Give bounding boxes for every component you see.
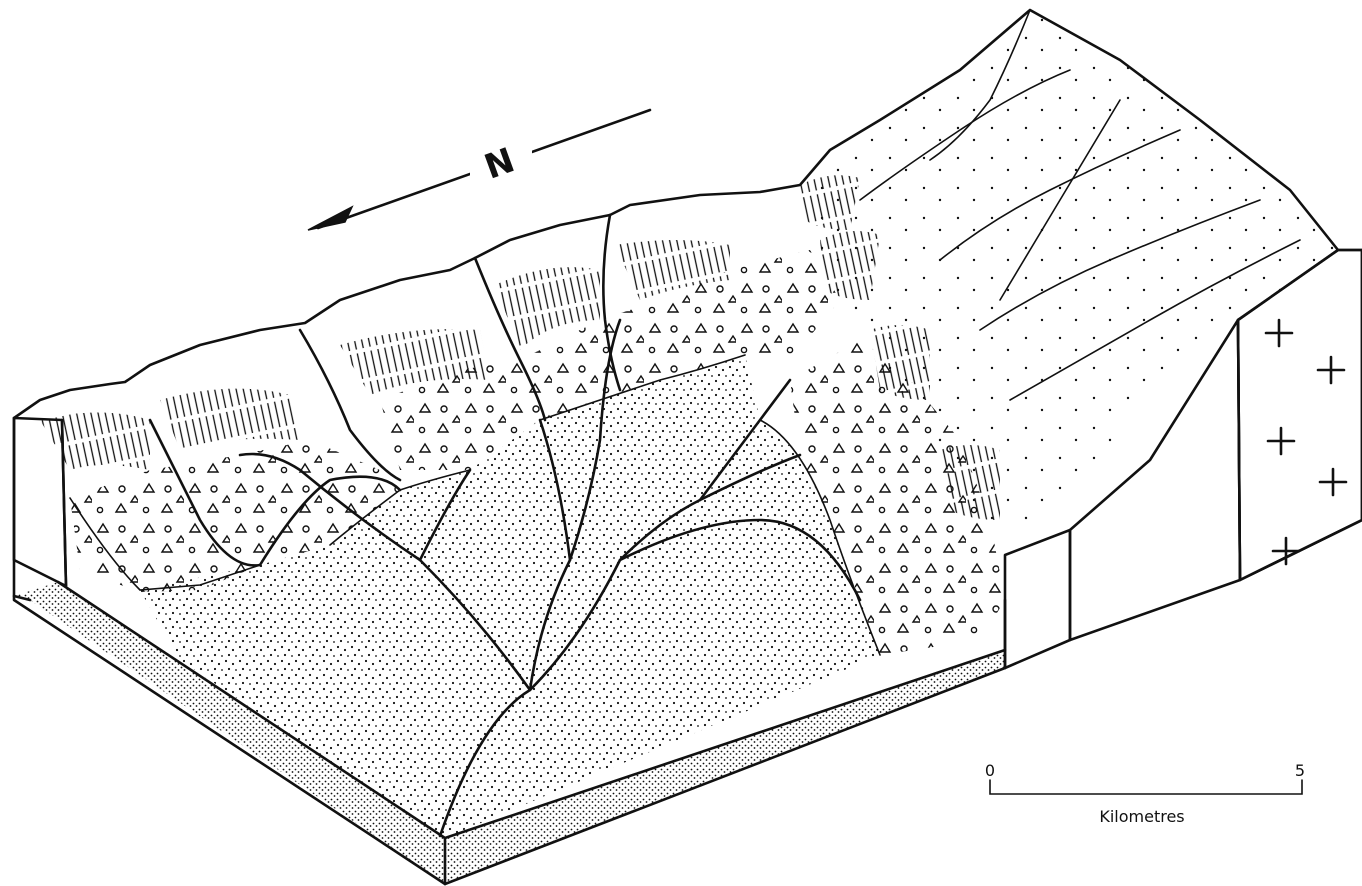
right-section-volcanics [1005,530,1070,668]
scale-bar-start-label: 0 [985,761,995,780]
north-arrow: N [308,110,650,230]
scale-bar-end-label: 5 [1295,761,1305,780]
granite-crosses [1266,320,1346,564]
scale-bar-unit-label: Kilometres [1099,807,1184,826]
scale-bar: 0 5 Kilometres [985,761,1305,826]
